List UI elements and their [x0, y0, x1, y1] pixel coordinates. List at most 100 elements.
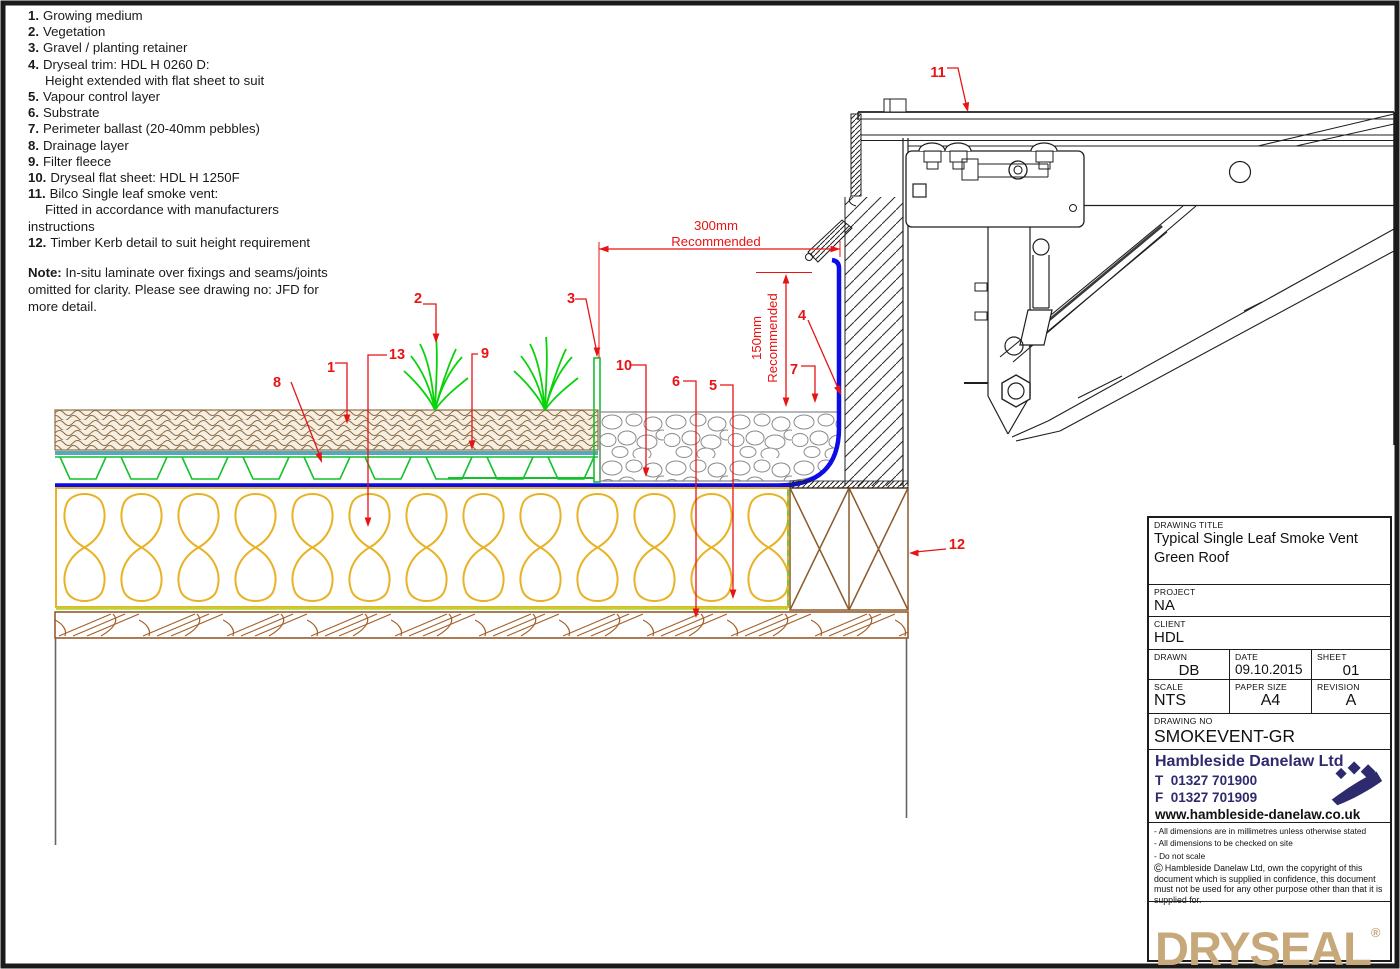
sheet-label: SHEET: [1317, 652, 1347, 662]
legend-item: instructions: [28, 219, 368, 235]
note-text: In-situ laminate over fixings and seams/…: [28, 265, 328, 314]
tel-number: 01327 701900: [1170, 773, 1258, 788]
legend-num: 3.: [28, 40, 39, 56]
registered-mark-icon: ®: [1370, 925, 1381, 940]
revision-value: A: [1345, 692, 1357, 709]
callout-6: 6: [672, 374, 680, 390]
callout-3: 3: [567, 291, 575, 307]
copyright-body: Hambleside Danelaw Ltd, own the copyrigh…: [1154, 863, 1383, 905]
client-label: CLIENT: [1154, 619, 1186, 629]
legend-num: 11.: [28, 186, 46, 202]
callout-5: 5: [709, 378, 717, 394]
annotations: 1 2 3 4 5 6 7 8 9 10 11 12 13 300mm Reco…: [273, 65, 970, 618]
fax-label: F: [1155, 790, 1164, 805]
callout-4: 4: [798, 308, 806, 324]
client-section: CLIENT HDL: [1149, 617, 1390, 650]
legend-text: Height extended with flat sheet to suit: [45, 72, 265, 88]
dim-300mm-note: Recommended: [671, 234, 760, 249]
timber-kerb: [789, 487, 909, 611]
legend-item: 11.Bilco Single leaf smoke vent:: [28, 186, 368, 202]
legend-num: 5.: [28, 89, 39, 105]
legend-num: 1.: [28, 8, 39, 23]
legend-num: 10.: [28, 170, 47, 186]
kerb-hatch: [845, 197, 903, 486]
footnotes-section: - All dimensions are in millimetres unle…: [1149, 823, 1390, 905]
paper-size-label: PAPER SIZE: [1235, 682, 1287, 692]
legend-num: 6.: [28, 105, 39, 121]
callout-1: 1: [327, 360, 335, 376]
legend-text: Perimeter ballast (20-40mm pebbles): [43, 121, 260, 137]
smoke-vent-assembly: [805, 98, 1395, 486]
arrowheads: [315, 102, 970, 618]
hinge-bracket: [905, 142, 1085, 228]
footnote-line: - Do not scale: [1154, 850, 1206, 861]
legend-text: Vapour control layer: [43, 89, 161, 105]
legend-num: 2.: [28, 24, 39, 40]
legend-text: Drainage layer: [43, 137, 129, 153]
dryseal-trim: [807, 219, 853, 263]
callout-13: 13: [389, 347, 405, 363]
company-name: Hambleside Danelaw Ltd: [1155, 753, 1344, 770]
dim-300mm-value: 300mm: [694, 218, 738, 233]
legend-text: Fitted in accordance with manufacturers: [45, 202, 279, 218]
lid-gasket: [850, 113, 862, 197]
legend-text: Substrate: [43, 105, 100, 121]
callout-2: 2: [414, 291, 422, 307]
brand-section: DRYSEAL®: [1149, 902, 1390, 969]
legend-text: Dryseal trim: HDL H 0260 D:: [43, 56, 210, 72]
footnote-line: - All dimensions to be checked on site: [1154, 838, 1293, 849]
vent-lid: [857, 98, 1394, 136]
legend-text: Gravel / planting retainer: [43, 40, 188, 56]
legend-num: 8.: [28, 137, 39, 153]
revision-cell: REVISION A: [1311, 680, 1390, 713]
revision-label: REVISION: [1317, 682, 1360, 692]
vegetation: [403, 336, 579, 411]
drawing-title-value: Typical Single Leaf Smoke Vent Green Roo…: [1154, 531, 1358, 566]
legend-item: 8.Drainage layer: [28, 138, 368, 154]
legend-item: 1.Growing medium: [28, 8, 368, 24]
legend-item: Height extended with flat sheet to suit: [28, 73, 368, 89]
legend-num: 12.: [28, 234, 47, 250]
callout-10: 10: [616, 358, 632, 374]
company-website: www.hambleside-danelaw.co.uk: [1155, 807, 1361, 822]
legend-item: 9.Filter fleece: [28, 154, 368, 170]
drawn-date-sheet-row: DRAWN DB DATE 09.10.2015 SHEET 01: [1149, 650, 1390, 680]
client-value: HDL: [1154, 629, 1185, 646]
project-value: NA: [1154, 597, 1175, 614]
scale-value: NTS: [1154, 692, 1186, 709]
legend-text: instructions: [28, 218, 95, 234]
scale-label: SCALE: [1154, 682, 1184, 692]
copyright-text: ©Hambleside Danelaw Ltd, own the copyrig…: [1154, 861, 1386, 905]
legend: 1.Growing medium 2.Vegetation 3.Gravel /…: [28, 8, 368, 251]
callout-8: 8: [273, 375, 281, 391]
vent-actuator-link: [964, 227, 1053, 435]
legend-text: Bilco Single leaf smoke vent:: [49, 186, 219, 202]
date-value: 09.10.2015: [1235, 662, 1303, 677]
title-block: DRAWING TITLE Typical Single Leaf Smoke …: [1147, 516, 1392, 969]
sheet-cell: SHEET 01: [1311, 650, 1390, 679]
footnote-line: - All dimensions are in millimetres unle…: [1154, 826, 1367, 836]
drawing-note: Note: In-situ laminate over fixings and …: [28, 265, 350, 315]
legend-item: 4.Dryseal trim: HDL H 0260 D:: [28, 57, 368, 73]
legend-item: 6.Substrate: [28, 105, 368, 121]
title-section: DRAWING TITLE Typical Single Leaf Smoke …: [1149, 518, 1390, 585]
hambleside-danelaw-logo-icon: [1331, 761, 1383, 806]
legend-item: 10.Dryseal flat sheet: HDL H 1250F: [28, 170, 368, 186]
legend-item: Fitted in accordance with manufacturers: [28, 202, 368, 218]
legend-item: 3.Gravel / planting retainer: [28, 40, 368, 56]
insulation-layer: [55, 487, 789, 608]
copyright-icon: ©: [1154, 861, 1163, 876]
note-label: Note:: [28, 265, 62, 280]
project-label: PROJECT: [1154, 587, 1196, 597]
dim-150mm-note: Recommended: [765, 293, 780, 382]
callout-11: 11: [930, 65, 945, 81]
roof-buildup: [54, 257, 909, 845]
drawn-label: DRAWN: [1154, 652, 1188, 662]
paper-size-cell: PAPER SIZE A4: [1229, 680, 1311, 713]
legend-item: 2.Vegetation: [28, 24, 368, 40]
project-section: PROJECT NA: [1149, 585, 1390, 617]
substrate-deck: [54, 611, 909, 639]
